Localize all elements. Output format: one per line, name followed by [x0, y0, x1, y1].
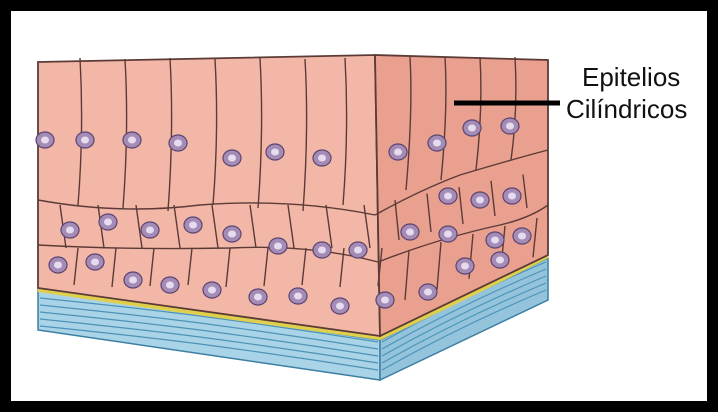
nucleus [49, 257, 67, 273]
nucleus [269, 238, 287, 254]
nucleus [123, 132, 141, 148]
nucleus [439, 188, 457, 204]
nucleus [456, 258, 474, 274]
nucleus [124, 272, 142, 288]
nucleus [36, 132, 54, 148]
nucleus [401, 224, 419, 240]
nucleus [513, 228, 531, 244]
nucleus [223, 150, 241, 166]
nucleus [486, 232, 504, 248]
nucleus [86, 254, 104, 270]
nucleus [419, 284, 437, 300]
nucleus [349, 242, 367, 258]
nucleus [501, 118, 519, 134]
nucleus [313, 150, 331, 166]
nucleus [428, 135, 446, 151]
nucleus [99, 214, 117, 230]
nucleus [184, 217, 202, 233]
nucleus [376, 292, 394, 308]
label-line-2: Cilíndricos [566, 94, 687, 124]
label-line-1: Epitelios [582, 62, 680, 92]
nucleus [223, 226, 241, 242]
nucleus [203, 282, 221, 298]
nucleus [141, 222, 159, 238]
nucleus [61, 222, 79, 238]
nucleus [169, 135, 187, 151]
nucleus [161, 277, 179, 293]
nucleus [491, 252, 509, 268]
nucleus [503, 188, 521, 204]
nucleus [389, 144, 407, 160]
nucleus [266, 144, 284, 160]
nucleus [331, 298, 349, 314]
nucleus [289, 288, 307, 304]
nucleus [471, 192, 489, 208]
nucleus [463, 120, 481, 136]
nucleus [249, 289, 267, 305]
nucleus [313, 242, 331, 258]
nucleus [439, 226, 457, 242]
nucleus [76, 132, 94, 148]
